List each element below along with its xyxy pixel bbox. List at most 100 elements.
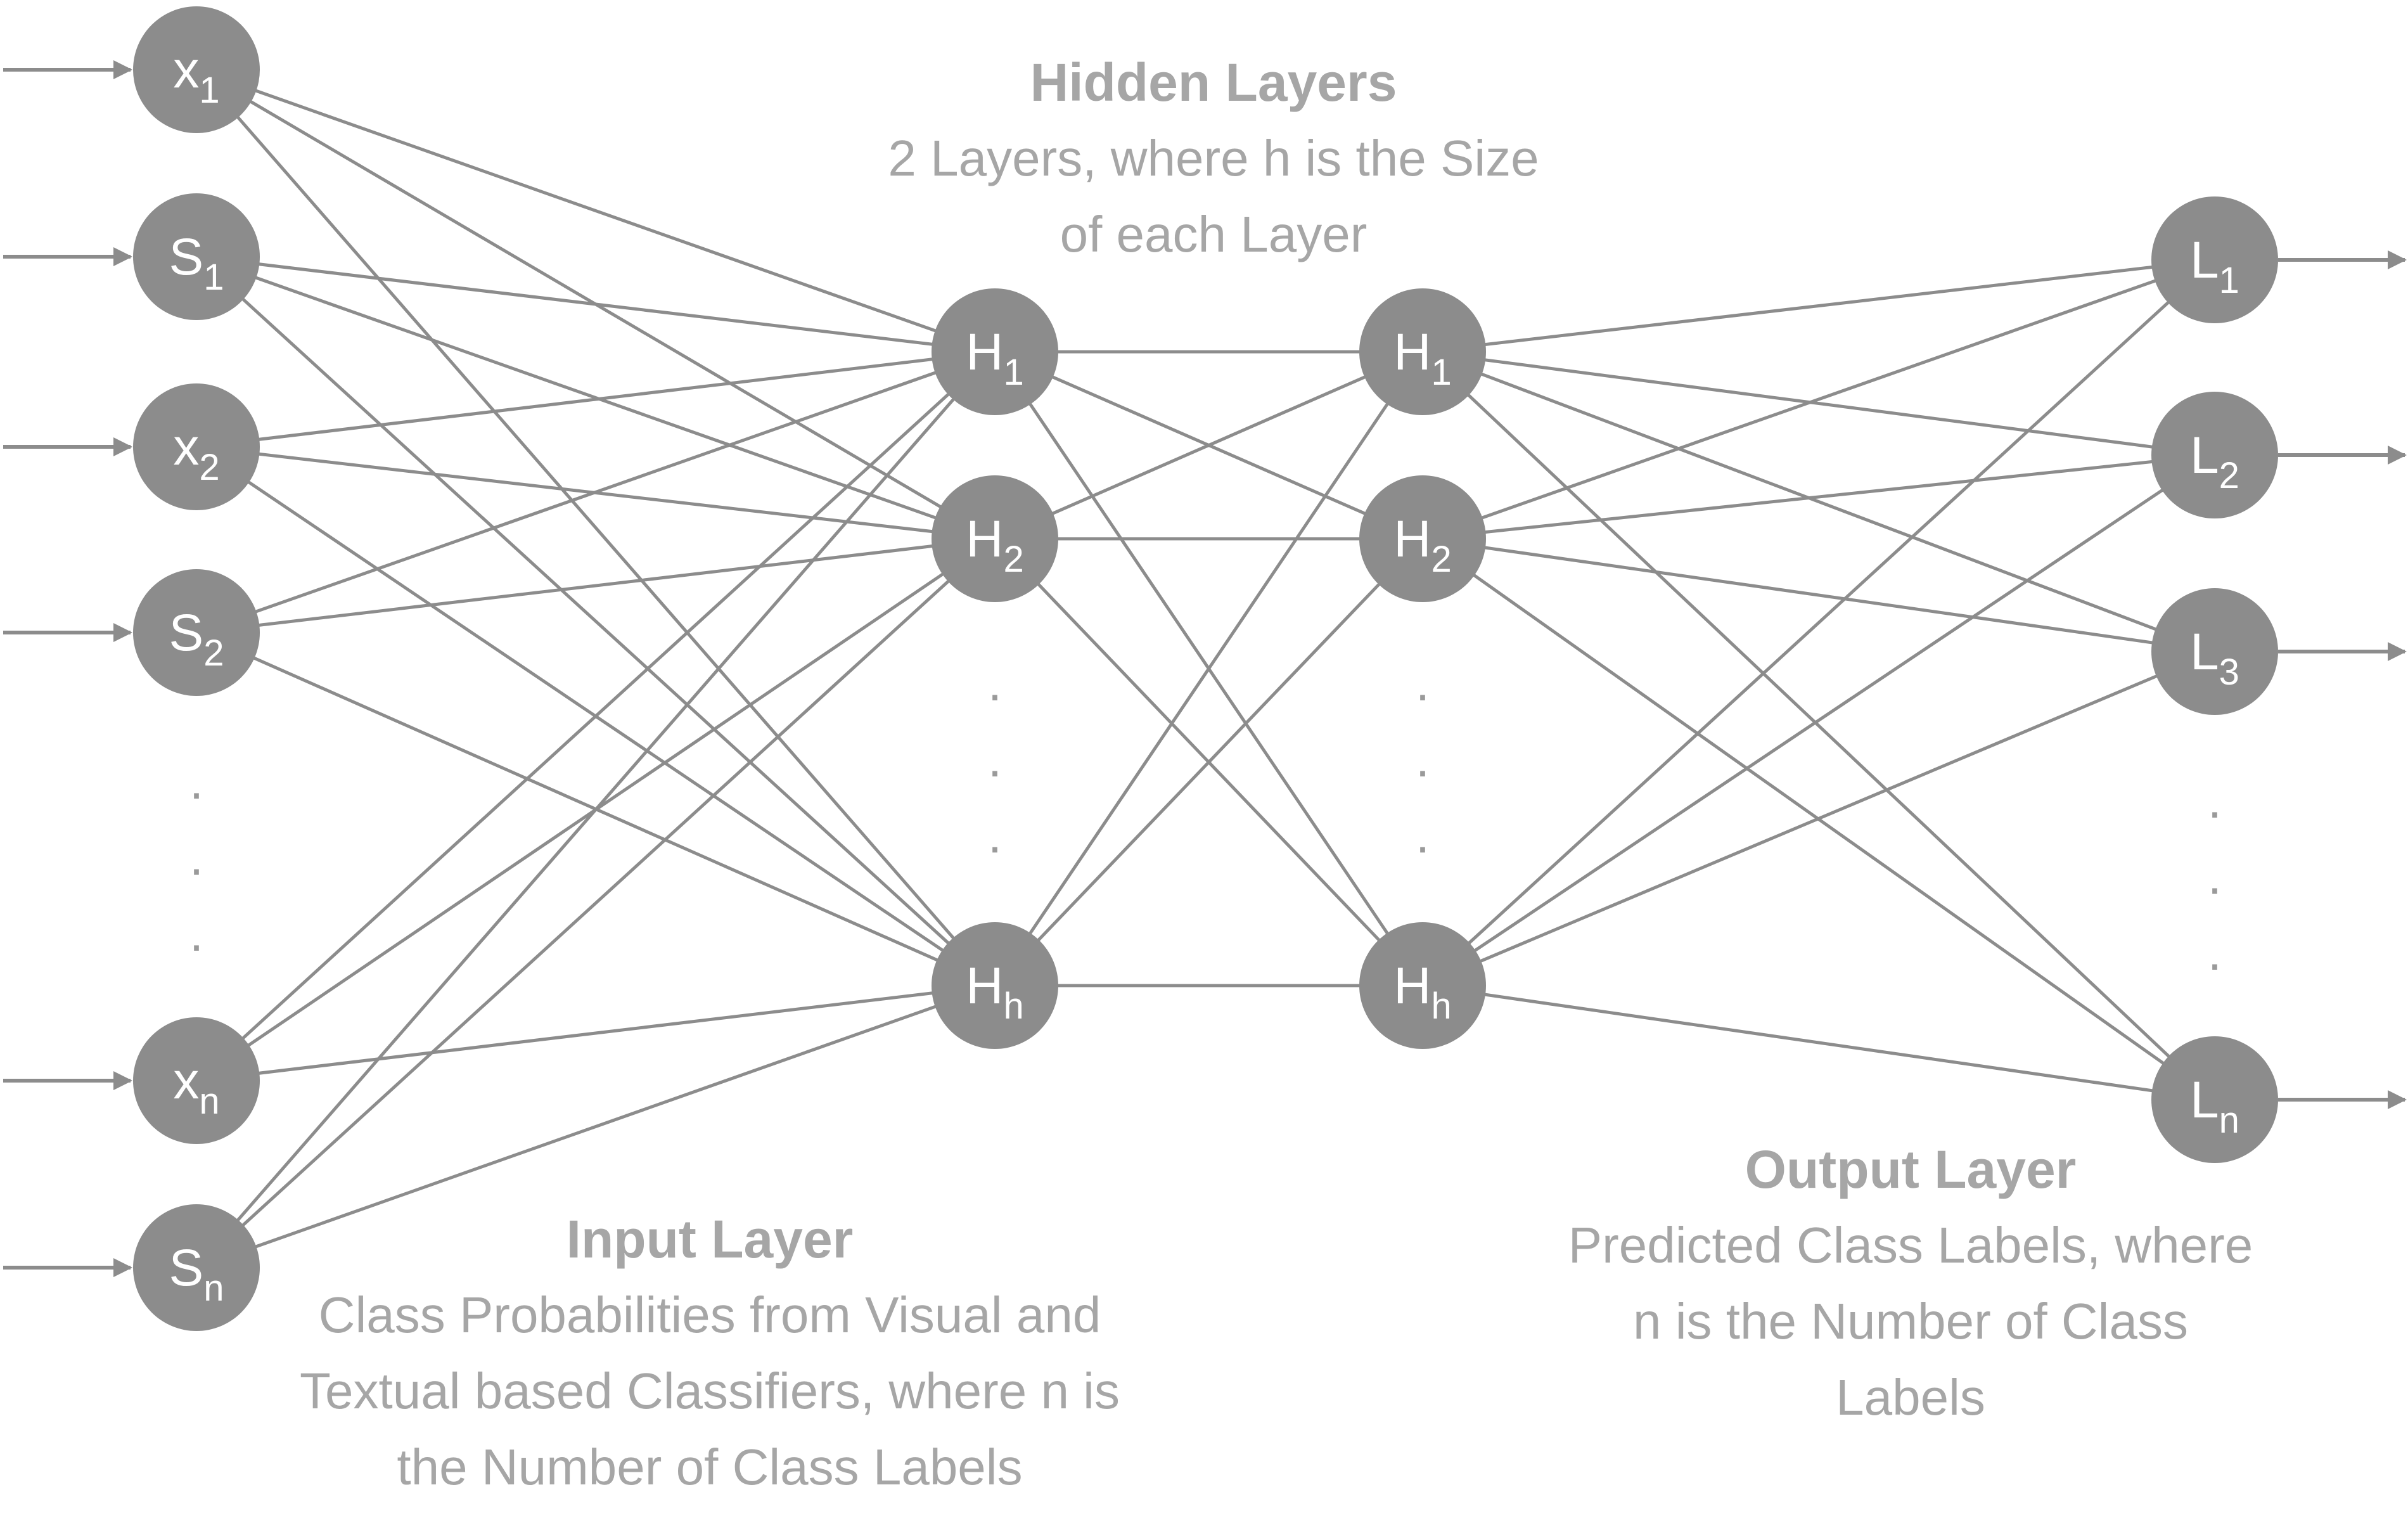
output-node-circle xyxy=(2151,588,2278,715)
input-layer-desc-line-1: Class Probabilities from Visual and xyxy=(318,1287,1101,1343)
node-label-base: L xyxy=(2190,231,2219,289)
output-node-circle xyxy=(2151,392,2278,518)
edge-hidden1-3-to-hidden2-1 xyxy=(993,350,1425,987)
node-label-subscript: 1 xyxy=(203,257,224,298)
input-layer-desc-line-3: the Number of Class Labels xyxy=(397,1439,1023,1495)
node-label-base: H xyxy=(966,510,1003,568)
input-node-4: S2 xyxy=(133,569,260,696)
node-label-base: x xyxy=(173,41,199,99)
input-node-circle xyxy=(133,1204,260,1331)
edge-input-3-to-hidden1-1 xyxy=(196,350,996,449)
hidden2-node-2: H2 xyxy=(1359,475,1486,602)
node-label-base: S xyxy=(169,228,204,286)
node-label-subscript: n xyxy=(2219,1100,2239,1141)
input-node-label: S2 xyxy=(169,604,224,674)
input-node-label: x2 xyxy=(173,418,219,488)
edge-hidden2-1-to-output-3 xyxy=(1422,350,2215,653)
edge-hidden2-2-to-output-1 xyxy=(1422,258,2215,541)
edge-hidden2-3-to-output-2 xyxy=(1421,453,2216,987)
input-layer-desc-line-2: Textual based Classifiers, where n is xyxy=(300,1363,1120,1419)
input-layer-caption: Input Layer Class Probabilities from Vis… xyxy=(203,1201,1217,1505)
input-node-5: xn xyxy=(133,1017,260,1144)
hidden2-node-1: H1 xyxy=(1359,288,1486,415)
node-label-base: H xyxy=(1393,957,1431,1015)
hidden1-ellipsis-dot-2: . xyxy=(988,731,1002,787)
node-label-subscript: 2 xyxy=(203,633,224,674)
hidden1-ellipsis-dot-1: . xyxy=(988,655,1002,711)
input-node-circle xyxy=(133,569,260,696)
node-label-subscript: n xyxy=(199,1081,219,1122)
input-node-6: Sn xyxy=(133,1204,260,1331)
input-ellipsis-dot-3: . xyxy=(189,905,203,961)
output-layer-desc-line-1: Predicted Class Labels, where xyxy=(1568,1217,2253,1273)
edge-hidden2-2-to-output-3 xyxy=(1422,537,2215,653)
hidden2-node-3: Hh xyxy=(1359,922,1486,1049)
node-label-base: S xyxy=(169,604,204,662)
output-node-3: L3 xyxy=(2151,588,2278,715)
edge-input-6-to-hidden1-2 xyxy=(195,537,996,1269)
hidden1-node-circle xyxy=(932,288,1058,415)
edge-hidden1-2-to-hidden2-1 xyxy=(994,350,1424,541)
node-label-subscript: 1 xyxy=(1431,352,1451,393)
hidden2-ellipsis-dot-3: . xyxy=(1416,807,1430,863)
node-label-subscript: n xyxy=(203,1268,224,1309)
node-label-base: H xyxy=(1393,510,1431,568)
edge-hidden2-3-to-output-4 xyxy=(1422,984,2215,1102)
hidden-layers-desc-line-1: 2 Layers, where h is the Size xyxy=(888,130,1539,186)
node-label-subscript: h xyxy=(1003,986,1023,1027)
edge-input-1-to-hidden1-1 xyxy=(196,68,996,354)
node-label-subscript: 2 xyxy=(1003,539,1023,580)
node-label-base: H xyxy=(1393,323,1431,381)
node-label-base: L xyxy=(2190,623,2219,681)
node-label-base: H xyxy=(966,957,1003,1015)
edge-hidden1-3-to-hidden2-2 xyxy=(994,537,1424,987)
input-node-circle xyxy=(133,6,260,133)
node-label-subscript: 1 xyxy=(1003,352,1023,393)
hidden2-node-label: H2 xyxy=(1393,510,1451,580)
node-label-subscript: 3 xyxy=(2219,652,2239,693)
edge-input-4-to-hidden1-2 xyxy=(196,537,996,634)
edge-input-2-to-hidden1-1 xyxy=(196,255,996,354)
node-label-base: L xyxy=(2190,1071,2219,1129)
edge-hidden2-3-to-output-1 xyxy=(1421,259,2216,987)
node-label-subscript: h xyxy=(1431,986,1451,1027)
hidden1-node-label: H2 xyxy=(966,510,1023,580)
node-label-subscript: 2 xyxy=(199,447,219,488)
output-layer-title: Output Layer xyxy=(1745,1140,2077,1199)
input-node-label: x1 xyxy=(173,41,219,111)
input-node-circle xyxy=(133,193,260,320)
output-ellipsis-dot-2: . xyxy=(2208,848,2222,904)
output-layer-desc-line-3: Labels xyxy=(1836,1369,1985,1425)
node-label-subscript: 1 xyxy=(2219,260,2239,301)
input-node-circle xyxy=(133,383,260,510)
input-ellipsis-dot-2: . xyxy=(189,829,203,885)
node-label-base: L xyxy=(2190,427,2219,484)
output-layer-caption: Output Layer Predicted Class Labels, whe… xyxy=(1457,1131,2364,1436)
edge-hidden2-3-to-output-3 xyxy=(1422,650,2215,987)
hidden1-node-1: H1 xyxy=(932,288,1058,415)
hidden-layers-desc-line-2: of each Layer xyxy=(1060,206,1367,262)
edge-input-5-to-hidden1-1 xyxy=(195,350,996,1082)
edge-input-5-to-hidden1-3 xyxy=(196,984,996,1083)
hidden1-node-label: Hh xyxy=(966,957,1023,1027)
input-ellipsis-dot-1: . xyxy=(189,753,203,809)
edge-hidden2-1-to-output-2 xyxy=(1422,350,2215,457)
hidden2-node-circle xyxy=(1359,475,1486,602)
output-node-label: Ln xyxy=(2190,1071,2239,1141)
edge-hidden2-1-to-output-4 xyxy=(1421,350,2216,1101)
node-label-subscript: 2 xyxy=(1431,539,1451,580)
output-node-1: L1 xyxy=(2151,196,2278,323)
output-node-2: L2 xyxy=(2151,392,2278,518)
edge-input-1-to-hidden1-3 xyxy=(195,68,996,987)
output-node-label: L3 xyxy=(2190,623,2239,693)
connection-edges xyxy=(195,68,2216,1270)
io-arrows xyxy=(3,60,2407,1277)
output-node-circle xyxy=(2151,1036,2278,1163)
hidden2-ellipsis-dot-1: . xyxy=(1416,655,1430,711)
output-node-4: Ln xyxy=(2151,1036,2278,1163)
output-node-label: L1 xyxy=(2190,231,2239,301)
hidden-layers-caption: Hidden Layers 2 Layers, where h is the S… xyxy=(792,44,1635,273)
hidden2-ellipsis-dot-2: . xyxy=(1416,731,1430,787)
